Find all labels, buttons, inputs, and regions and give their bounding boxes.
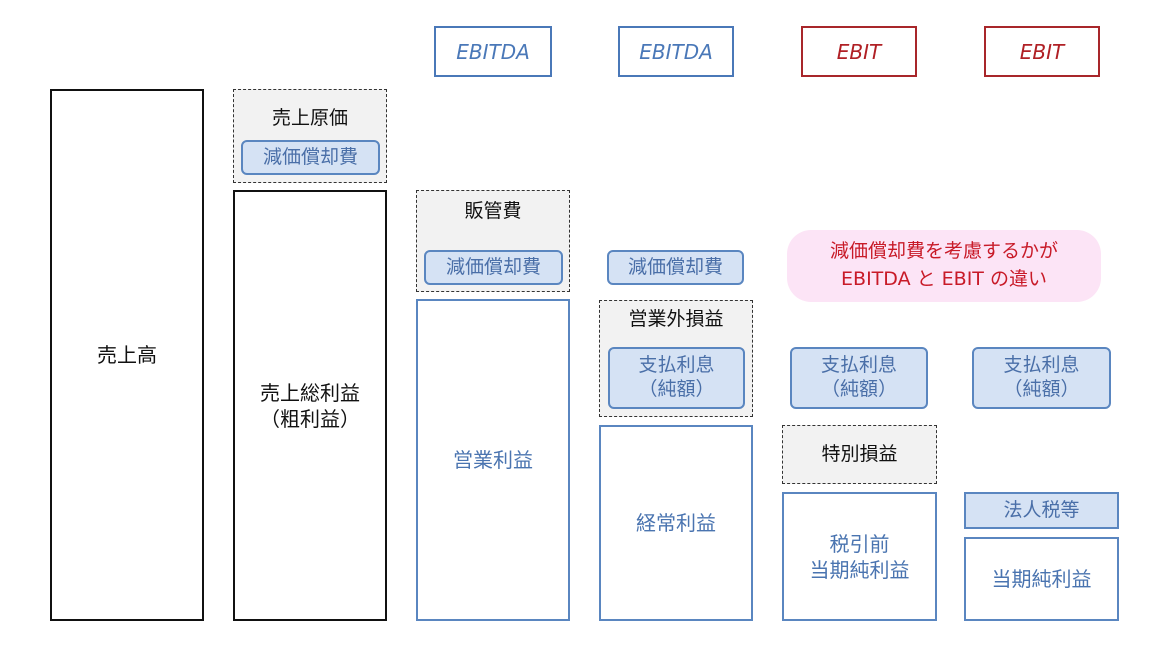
interest-pill-col5: 支払利息 （純額）: [790, 347, 928, 409]
pretax-net-income-label: 当期純利益: [809, 557, 910, 582]
header-ebit-col5: EBIT: [801, 26, 917, 77]
gross-profit-label: 売上総利益: [260, 380, 360, 405]
interest-label-col6: 支払利息: [1003, 354, 1080, 377]
operating-profit-box: 営業利益: [416, 299, 570, 621]
depreciation-pill-col4: 減価償却費: [607, 250, 744, 285]
gross-profit-box: 売上総利益 （粗利益）: [233, 190, 387, 621]
ordinary-profit-box: 経常利益: [599, 425, 753, 621]
depreciation-pill-col3: 減価償却費: [424, 250, 563, 285]
pretax-income-box: 税引前 当期純利益: [782, 492, 937, 621]
non-operating-label: 営業外損益: [628, 308, 724, 330]
interest-pill-col4: 支払利息 （純額）: [608, 347, 745, 409]
interest-pill-col6: 支払利息 （純額）: [972, 347, 1111, 409]
sga-label: 販管費: [464, 200, 522, 222]
taxes-box: 法人税等: [964, 492, 1119, 529]
header-ebitda-col3: EBITDA: [434, 26, 552, 77]
difference-note-line1: 減価償却費を考慮するかが: [829, 240, 1058, 263]
gross-profit-subtitle: （粗利益）: [260, 406, 360, 431]
interest-net-col4: （純額）: [638, 378, 715, 400]
header-ebitda-col4: EBITDA: [618, 26, 734, 77]
cost-of-sales-label: 売上原価: [271, 107, 348, 129]
extraordinary-box: 特別損益: [782, 425, 937, 484]
sales-box: 売上高: [50, 89, 204, 621]
interest-net-col6: （純額）: [1003, 378, 1080, 400]
difference-note: 減価償却費を考慮するかが EBITDA と EBIT の違い: [787, 230, 1101, 302]
interest-label-col4: 支払利息: [638, 354, 715, 377]
interest-label-col5: 支払利息: [820, 354, 897, 377]
interest-net-col5: （純額）: [820, 378, 897, 400]
header-ebit-col6: EBIT: [984, 26, 1100, 77]
difference-note-line2: EBITDA と EBIT の違い: [841, 268, 1047, 290]
depreciation-pill-col2: 減価償却費: [241, 140, 380, 175]
pretax-label: 税引前: [829, 531, 890, 556]
net-income-box: 当期純利益: [964, 537, 1119, 621]
